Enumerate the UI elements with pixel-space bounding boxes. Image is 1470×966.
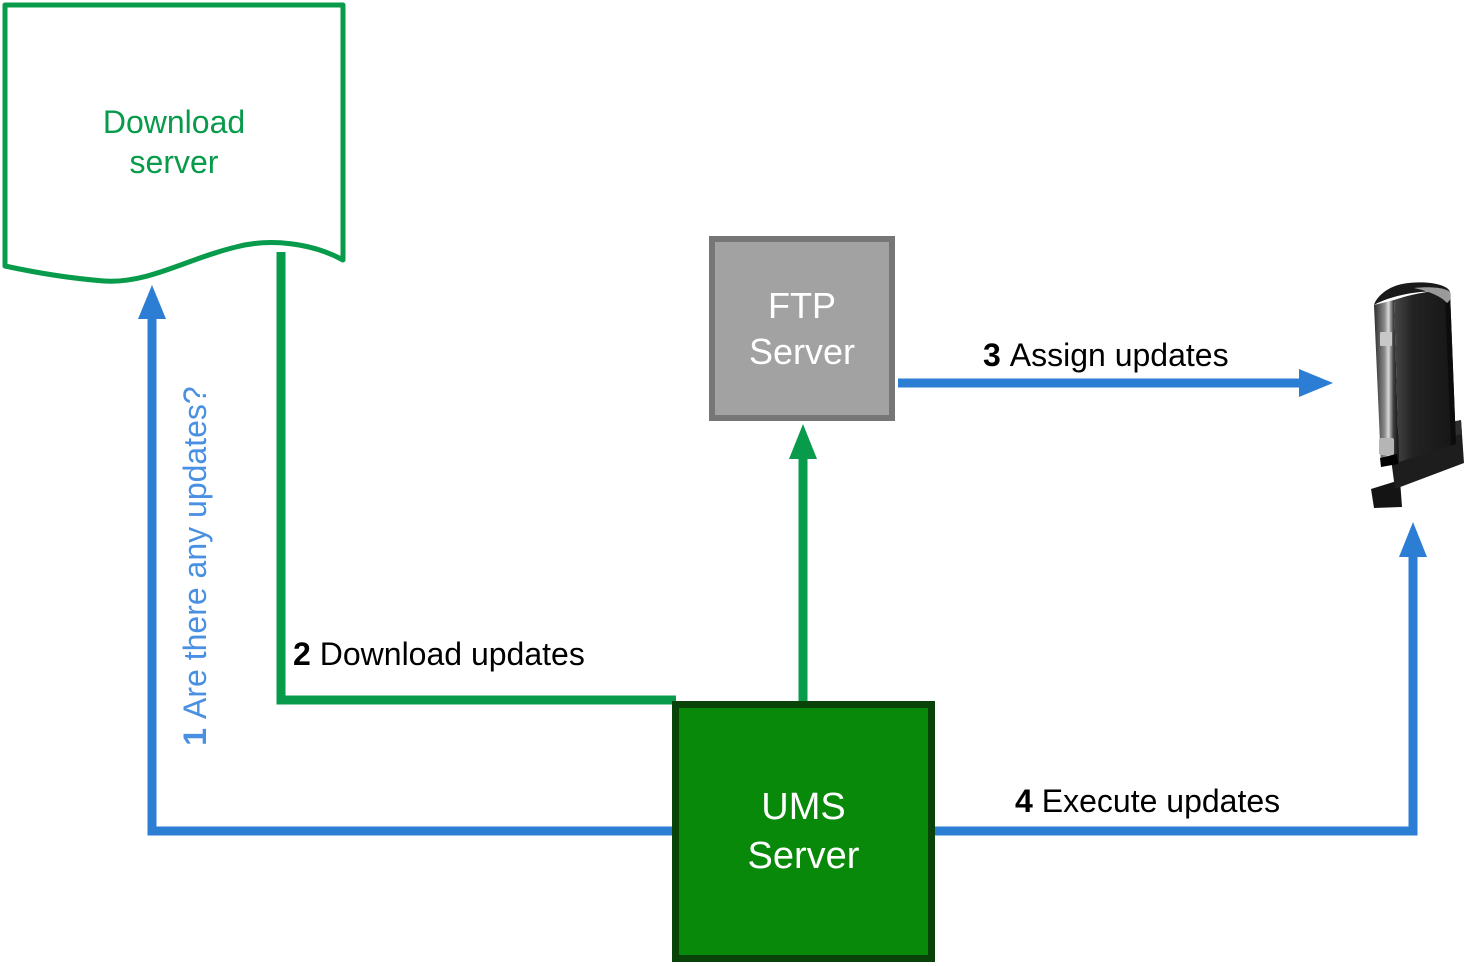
download-server-shape — [2, 2, 346, 284]
ums-to-ftp-arrow — [789, 424, 817, 705]
step2-text: Download updates — [319, 636, 585, 672]
ftp-server-node: FTP Server — [709, 236, 895, 421]
step3-number: 3 — [983, 337, 1001, 373]
step3-arrow — [898, 369, 1333, 397]
download-server-label-line2: server — [129, 144, 219, 180]
step1-text: Are there any updates? — [177, 386, 213, 719]
thin-client-device-icon — [1371, 282, 1464, 508]
ftp-server-label-line2: Server — [748, 330, 856, 372]
step1-arrow — [138, 285, 676, 836]
step2-number: 2 — [293, 636, 311, 672]
ftp-server-label-line1: FTP — [768, 284, 836, 326]
step4-text: Execute updates — [1041, 783, 1281, 819]
step4-number: 4 — [1015, 783, 1033, 819]
ums-server-node: UMS Server — [672, 701, 935, 962]
download-server-label: Download server — [24, 102, 324, 182]
step1-label: 1 Are there any updates? — [176, 376, 216, 756]
ums-server-label-line2: Server — [747, 834, 860, 877]
step2-connector-line — [276, 252, 676, 705]
step3-text: Assign updates — [1009, 337, 1229, 373]
download-server-label-line1: Download — [102, 104, 246, 140]
step4-arrow — [930, 522, 1427, 836]
ums-server-label-line1: UMS — [761, 785, 846, 828]
step1-number: 1 — [177, 727, 213, 746]
